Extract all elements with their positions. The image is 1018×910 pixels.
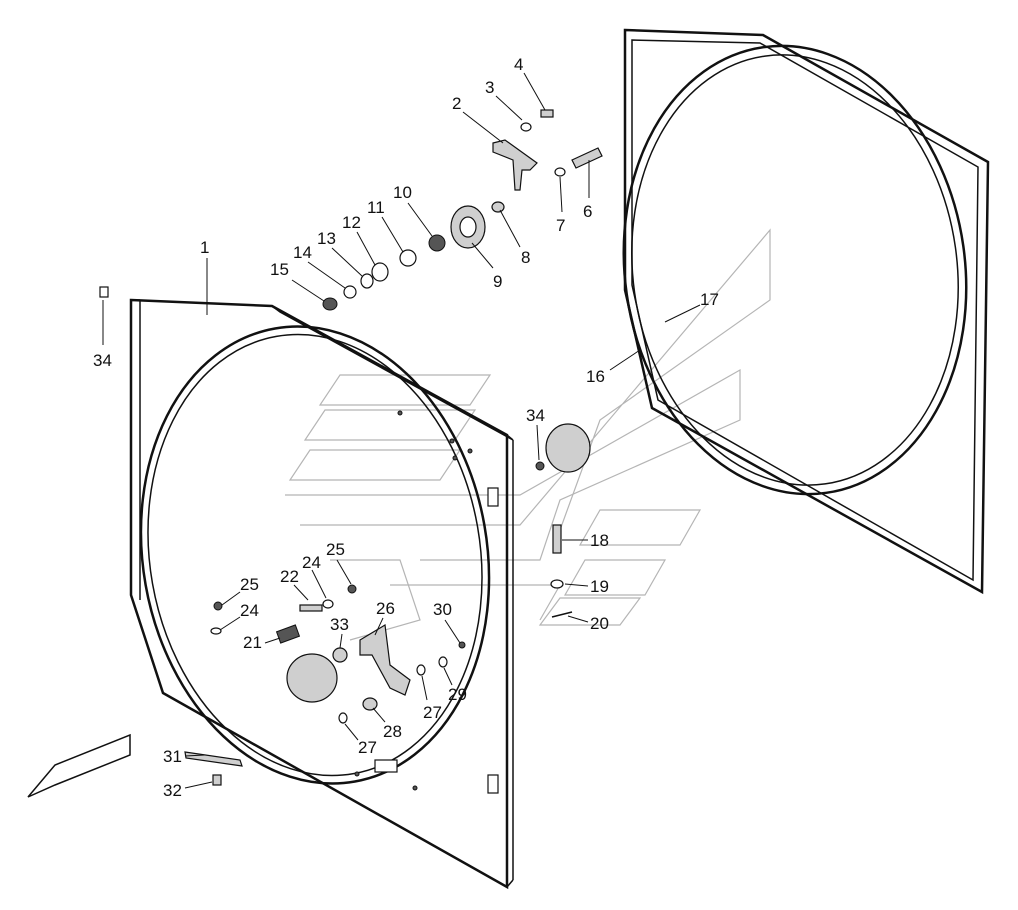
label-22: 22: [280, 567, 299, 586]
label-8: 8: [521, 248, 530, 267]
label-6: 6: [583, 202, 592, 221]
label-15: 15: [270, 260, 289, 279]
label-9: 9: [493, 272, 502, 291]
rear-shroud-frame: [622, 28, 990, 595]
leader-lines: [102, 72, 701, 789]
label-17: 17: [700, 290, 719, 309]
label-26: 26: [376, 599, 395, 618]
front-shroud-panel: [129, 298, 514, 890]
label-1: 1: [200, 238, 209, 257]
label-12: 12: [342, 213, 361, 232]
label-34-right: 34: [526, 406, 545, 425]
label-33: 33: [330, 615, 349, 634]
label-11: 11: [367, 198, 385, 217]
label-32: 32: [163, 781, 182, 800]
label-3: 3: [485, 78, 494, 97]
label-28: 28: [383, 722, 402, 741]
label-18: 18: [590, 531, 609, 550]
label-14: 14: [293, 243, 312, 262]
label-29: 29: [448, 685, 467, 704]
watermark-logo: [285, 228, 771, 641]
label-4: 4: [514, 55, 523, 74]
label-25-upper: 25: [326, 540, 345, 559]
tensioner-parts: [99, 109, 603, 311]
label-24-upper: 24: [302, 553, 321, 572]
lower-parts: [27, 423, 591, 798]
label-13: 13: [317, 229, 336, 248]
label-2: 2: [452, 94, 461, 113]
label-16: 16: [586, 367, 605, 386]
label-31: 31: [163, 747, 182, 766]
label-34-left: 34: [93, 351, 112, 370]
label-7: 7: [556, 216, 565, 235]
label-27-left: 27: [358, 738, 377, 757]
label-20: 20: [590, 614, 609, 633]
label-21: 21: [243, 633, 262, 652]
label-25-lower: 25: [240, 575, 259, 594]
label-27-right: 27: [423, 703, 442, 722]
label-19: 19: [590, 577, 609, 596]
part-number-labels: 1 2 3 4 6 7 8 9 10 11 12 13 14 15 16 17 …: [93, 55, 719, 800]
label-10: 10: [393, 183, 412, 202]
label-24-lower: 24: [240, 601, 259, 620]
label-30: 30: [433, 600, 452, 619]
